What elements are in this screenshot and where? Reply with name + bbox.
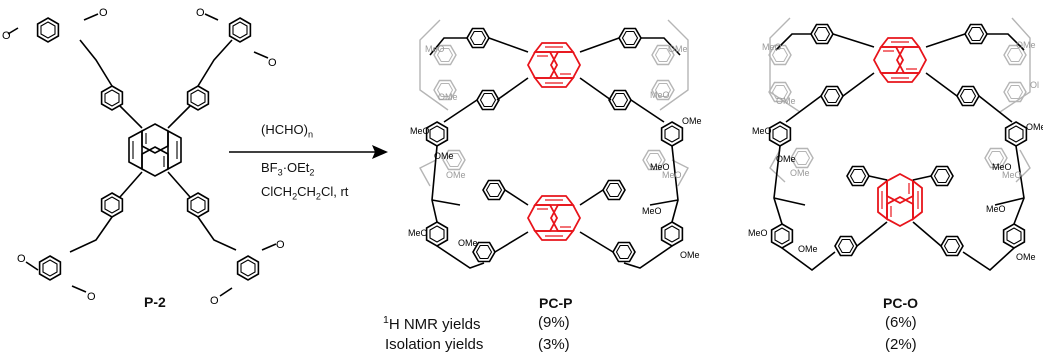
reaction-arrow [229, 145, 388, 159]
methoxy-label: MeO [986, 204, 1006, 214]
product-pc-o: MeO OMe OMe MeO MeO OMe OMe MeO MeO OMe … [748, 17, 1043, 272]
methoxy-label: OMe [682, 116, 702, 126]
methoxy-label: MeO [992, 162, 1012, 172]
isolation-yield-label: Isolation yields [385, 336, 484, 353]
catalyst-bf3: BF3·OEt2 [261, 160, 315, 178]
methoxy-label: MeO [650, 162, 670, 172]
oxygen-label: O [17, 253, 26, 265]
methoxy-label: MeO [662, 170, 682, 180]
methoxy-label: MeO [1002, 170, 1022, 180]
methoxy-label: MeO [410, 126, 430, 136]
methoxy-label: MeO [762, 42, 782, 52]
methoxy-label: MeO [650, 90, 670, 100]
methoxy-label: OMe [776, 154, 796, 164]
oxygen-label: O [196, 7, 205, 19]
pc-p-nmr-yield: (9%) [538, 314, 570, 331]
methoxy-label: MeO [642, 206, 662, 216]
oxygen-label: O [276, 239, 285, 251]
methoxy-label: OMe [776, 96, 796, 106]
label-pc-p: PC-P [539, 295, 573, 311]
methoxy-label: MeO [752, 126, 772, 136]
product-pc-p: MeO OMe OMe MeO MeO OMe OMe MeO MeO OMe … [408, 19, 702, 269]
starting-material-p2: O O O O O O O O [2, 7, 285, 307]
nmr-yield-label: 1H NMR yields [383, 314, 481, 333]
methoxy-label: OMe [790, 168, 810, 178]
oxygen-label: O [99, 7, 108, 19]
label-p2: P-2 [144, 294, 166, 310]
solvent-conditions: ClCH2CH2Cl, rt [261, 184, 349, 202]
pc-o-nmr-yield: (6%) [885, 314, 917, 331]
oxygen-label: O [87, 291, 96, 303]
methoxy-label: OMe [1016, 252, 1036, 262]
methoxy-label: OMe [680, 250, 700, 260]
oxygen-label: O [210, 295, 219, 307]
methoxy-label: OMe [438, 92, 458, 102]
methoxy-label: MeO [425, 44, 445, 54]
methoxy-label: OMe [458, 238, 478, 248]
reagent-formaldehyde: (HCHO)n [261, 122, 313, 140]
methoxy-label: Ol [1030, 80, 1039, 90]
methoxy-label: MeO [748, 228, 768, 238]
methoxy-label: OMe [446, 170, 466, 180]
pc-p-isolation-yield: (3%) [538, 336, 570, 353]
methoxy-label: OMe [798, 244, 818, 254]
label-pc-o: PC-O [883, 295, 918, 311]
methoxy-label: OMe [1026, 122, 1043, 132]
oxygen-label: O [2, 30, 11, 42]
methoxy-label: OMe [668, 44, 688, 54]
methoxy-label: MeO [408, 228, 428, 238]
oxygen-label: O [268, 57, 277, 69]
methoxy-label: OMe [1016, 40, 1036, 50]
methoxy-label: OMe [434, 151, 454, 161]
pc-o-isolation-yield: (2%) [885, 336, 917, 353]
